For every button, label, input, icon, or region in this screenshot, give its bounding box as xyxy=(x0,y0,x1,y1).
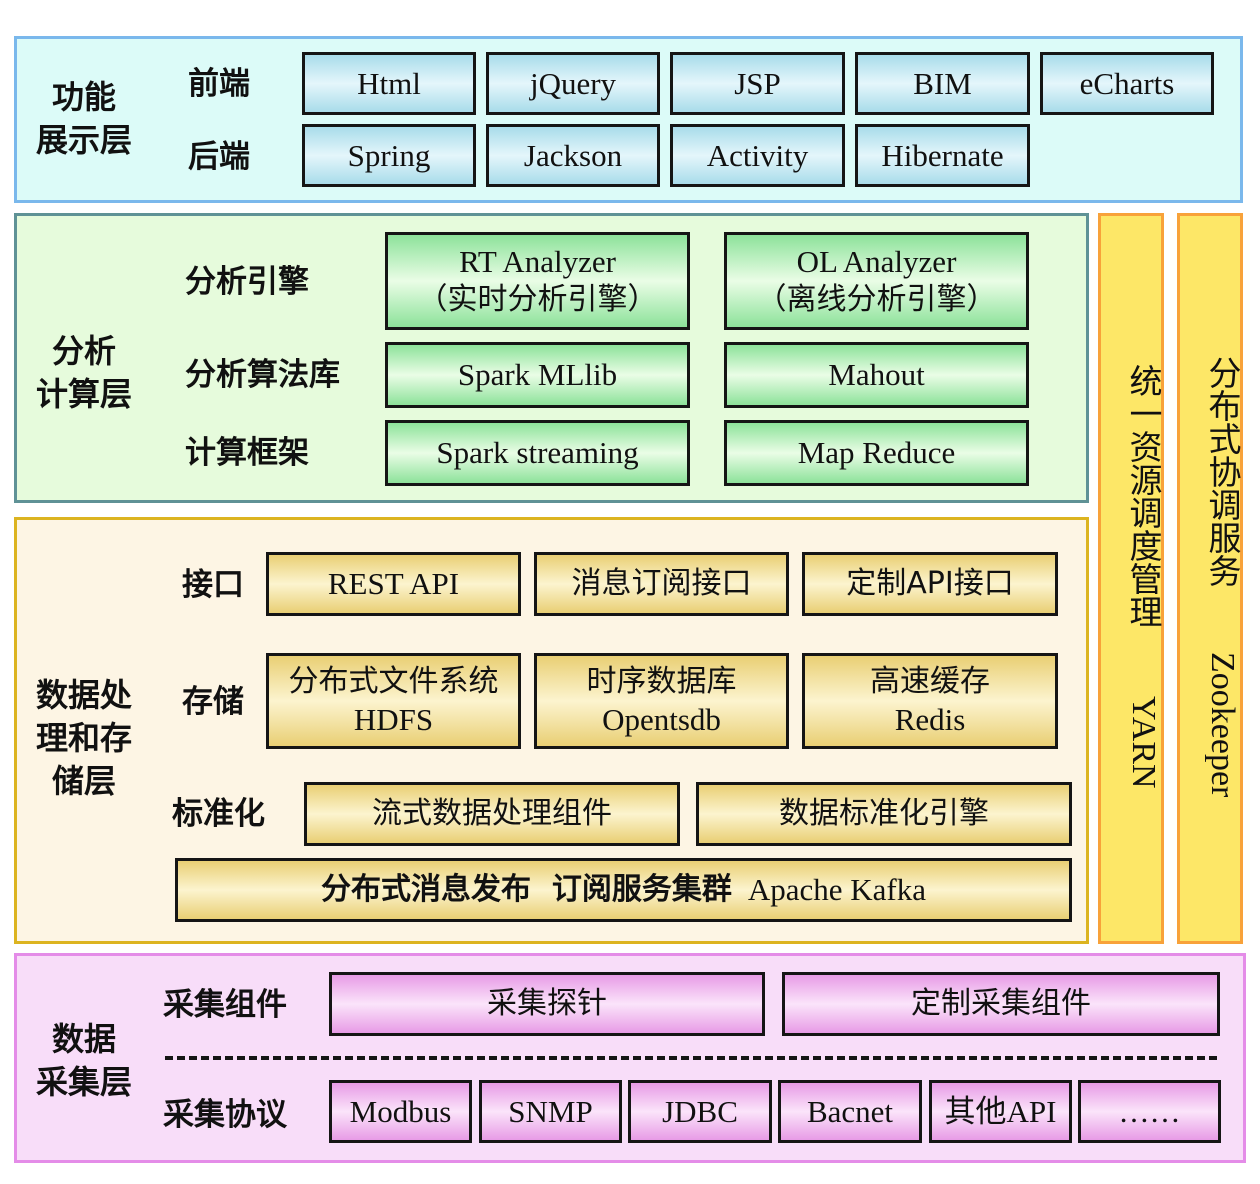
protocol-snmp[interactable]: SNMP xyxy=(479,1080,622,1143)
component-map-reduce[interactable]: Map Reduce xyxy=(724,420,1029,486)
component-label: Spark streaming xyxy=(436,435,639,470)
sidebar-zookeeper-label: 分布式协调服务 xyxy=(1203,356,1242,587)
component-label: Hibernate xyxy=(881,137,1004,173)
component-label: 分布式文件系统 xyxy=(288,664,499,699)
protocol-other-api[interactable]: 其他API xyxy=(929,1080,1072,1143)
kafka-label: 分布式消息发布 订阅服务集群 xyxy=(320,872,732,907)
row-label-interface: 接口 xyxy=(182,567,244,603)
component-spark-mllib[interactable]: Spark MLlib xyxy=(385,342,690,408)
component-custom-collector[interactable]: 定制采集组件 xyxy=(782,972,1220,1036)
divider-dashed xyxy=(165,1056,1217,1060)
component-label: SNMP xyxy=(508,1093,593,1129)
storage-layer-title: 数据处 理和存 储层 xyxy=(35,676,132,800)
sidebar-zookeeper[interactable]: 分布式协调服务 Zookeeper xyxy=(1177,213,1243,944)
component-hibernate[interactable]: Hibernate xyxy=(855,124,1030,187)
component-activity[interactable]: Activity xyxy=(670,124,845,187)
component-label: Jackson xyxy=(523,137,623,173)
presentation-layer-title: 功能 展示层 xyxy=(35,78,132,159)
component-stream-processing[interactable]: 流式数据处理组件 xyxy=(304,782,680,846)
component-spring[interactable]: Spring xyxy=(302,124,476,187)
component-label: 定制API接口 xyxy=(846,566,1014,601)
component-ol-analyzer[interactable]: OL Analyzer （离线分析引擎） xyxy=(724,232,1029,330)
component-label: Mahout xyxy=(828,357,925,392)
component-hdfs[interactable]: 分布式文件系统 HDFS xyxy=(266,653,521,749)
component-apache-kafka[interactable]: 分布式消息发布 订阅服务集群 Apache Kafka xyxy=(175,858,1072,922)
component-label: Map Reduce xyxy=(797,435,956,470)
component-label: Bacnet xyxy=(806,1093,894,1129)
component-label: Modbus xyxy=(349,1093,452,1129)
component-sublabel: （离线分析引擎） xyxy=(756,282,997,317)
row-label-analysis-engine: 分析引擎 xyxy=(185,264,309,300)
component-sublabel: HDFS xyxy=(353,702,434,737)
component-collection-probe[interactable]: 采集探针 xyxy=(329,972,765,1036)
component-echarts[interactable]: eCharts xyxy=(1040,52,1214,115)
analysis-layer-title: 分析 计算层 xyxy=(35,332,132,413)
sidebar-yarn[interactable]: 统一资源调度管理 YARN xyxy=(1098,213,1164,944)
component-jsp[interactable]: JSP xyxy=(670,52,845,115)
component-opentsdb[interactable]: 时序数据库 Opentsdb xyxy=(534,653,789,749)
component-label: JDBC xyxy=(662,1093,738,1129)
protocol-modbus[interactable]: Modbus xyxy=(329,1080,472,1143)
component-label: 定制采集组件 xyxy=(911,986,1091,1021)
component-label: jQuery xyxy=(529,65,617,101)
collection-layer-title: 数据 采集层 xyxy=(35,1020,132,1101)
component-sublabel: Opentsdb xyxy=(602,702,721,737)
component-bim[interactable]: BIM xyxy=(855,52,1030,115)
component-label: 时序数据库 xyxy=(586,664,737,699)
row-label-backend: 后端 xyxy=(188,139,250,175)
row-label-standardization: 标准化 xyxy=(172,796,265,832)
protocol-more[interactable]: …… xyxy=(1078,1080,1221,1143)
row-label-algorithm-library: 分析算法库 xyxy=(185,357,340,393)
row-label-storage: 存储 xyxy=(182,684,244,720)
component-label: 高速缓存 xyxy=(870,664,990,699)
component-label: Spring xyxy=(347,137,431,173)
component-redis[interactable]: 高速缓存 Redis xyxy=(802,653,1058,749)
component-label: eCharts xyxy=(1079,65,1175,101)
sidebar-yarn-label: 统一资源调度管理 xyxy=(1124,364,1163,628)
component-label: 采集探针 xyxy=(487,986,607,1021)
row-label-collection-components: 采集组件 xyxy=(163,987,287,1023)
component-label: JSP xyxy=(734,65,781,101)
component-rt-analyzer[interactable]: RT Analyzer （实时分析引擎） xyxy=(385,232,690,330)
component-label: 数据标准化引擎 xyxy=(779,796,989,831)
component-rest-api[interactable]: REST API xyxy=(266,552,521,616)
component-jackson[interactable]: Jackson xyxy=(486,124,660,187)
protocol-jdbc[interactable]: JDBC xyxy=(628,1080,772,1143)
component-html[interactable]: Html xyxy=(302,52,476,115)
component-custom-api-interface[interactable]: 定制API接口 xyxy=(802,552,1058,616)
component-sublabel: （实时分析引擎） xyxy=(417,282,658,317)
component-label: REST API xyxy=(327,566,460,601)
row-label-frontend: 前端 xyxy=(188,66,250,102)
sidebar-yarn-sublabel: YARN xyxy=(1125,696,1162,789)
component-label: 其他API xyxy=(944,1093,1057,1129)
component-label: Html xyxy=(357,65,421,101)
component-label: RT Analyzer xyxy=(459,244,616,279)
component-standardization-engine[interactable]: 数据标准化引擎 xyxy=(696,782,1072,846)
protocol-bacnet[interactable]: Bacnet xyxy=(778,1080,922,1143)
component-label: Spark MLlib xyxy=(457,357,618,392)
sidebar-zookeeper-sublabel: Zookeeper xyxy=(1204,652,1241,798)
component-label: BIM xyxy=(913,65,972,101)
kafka-sublabel: Apache Kafka xyxy=(747,872,927,907)
component-sublabel: Redis xyxy=(894,702,966,737)
component-jquery[interactable]: jQuery xyxy=(486,52,660,115)
component-label: 消息订阅接口 xyxy=(571,566,752,601)
component-label: …… xyxy=(1118,1093,1181,1129)
component-message-subscription-interface[interactable]: 消息订阅接口 xyxy=(534,552,789,616)
row-label-collection-protocols: 采集协议 xyxy=(163,1097,287,1133)
component-label: 流式数据处理组件 xyxy=(372,796,612,831)
component-spark-streaming[interactable]: Spark streaming xyxy=(385,420,690,486)
row-label-compute-framework: 计算框架 xyxy=(185,435,309,471)
component-label: Activity xyxy=(706,137,809,173)
component-mahout[interactable]: Mahout xyxy=(724,342,1029,408)
component-label: OL Analyzer xyxy=(796,244,957,279)
